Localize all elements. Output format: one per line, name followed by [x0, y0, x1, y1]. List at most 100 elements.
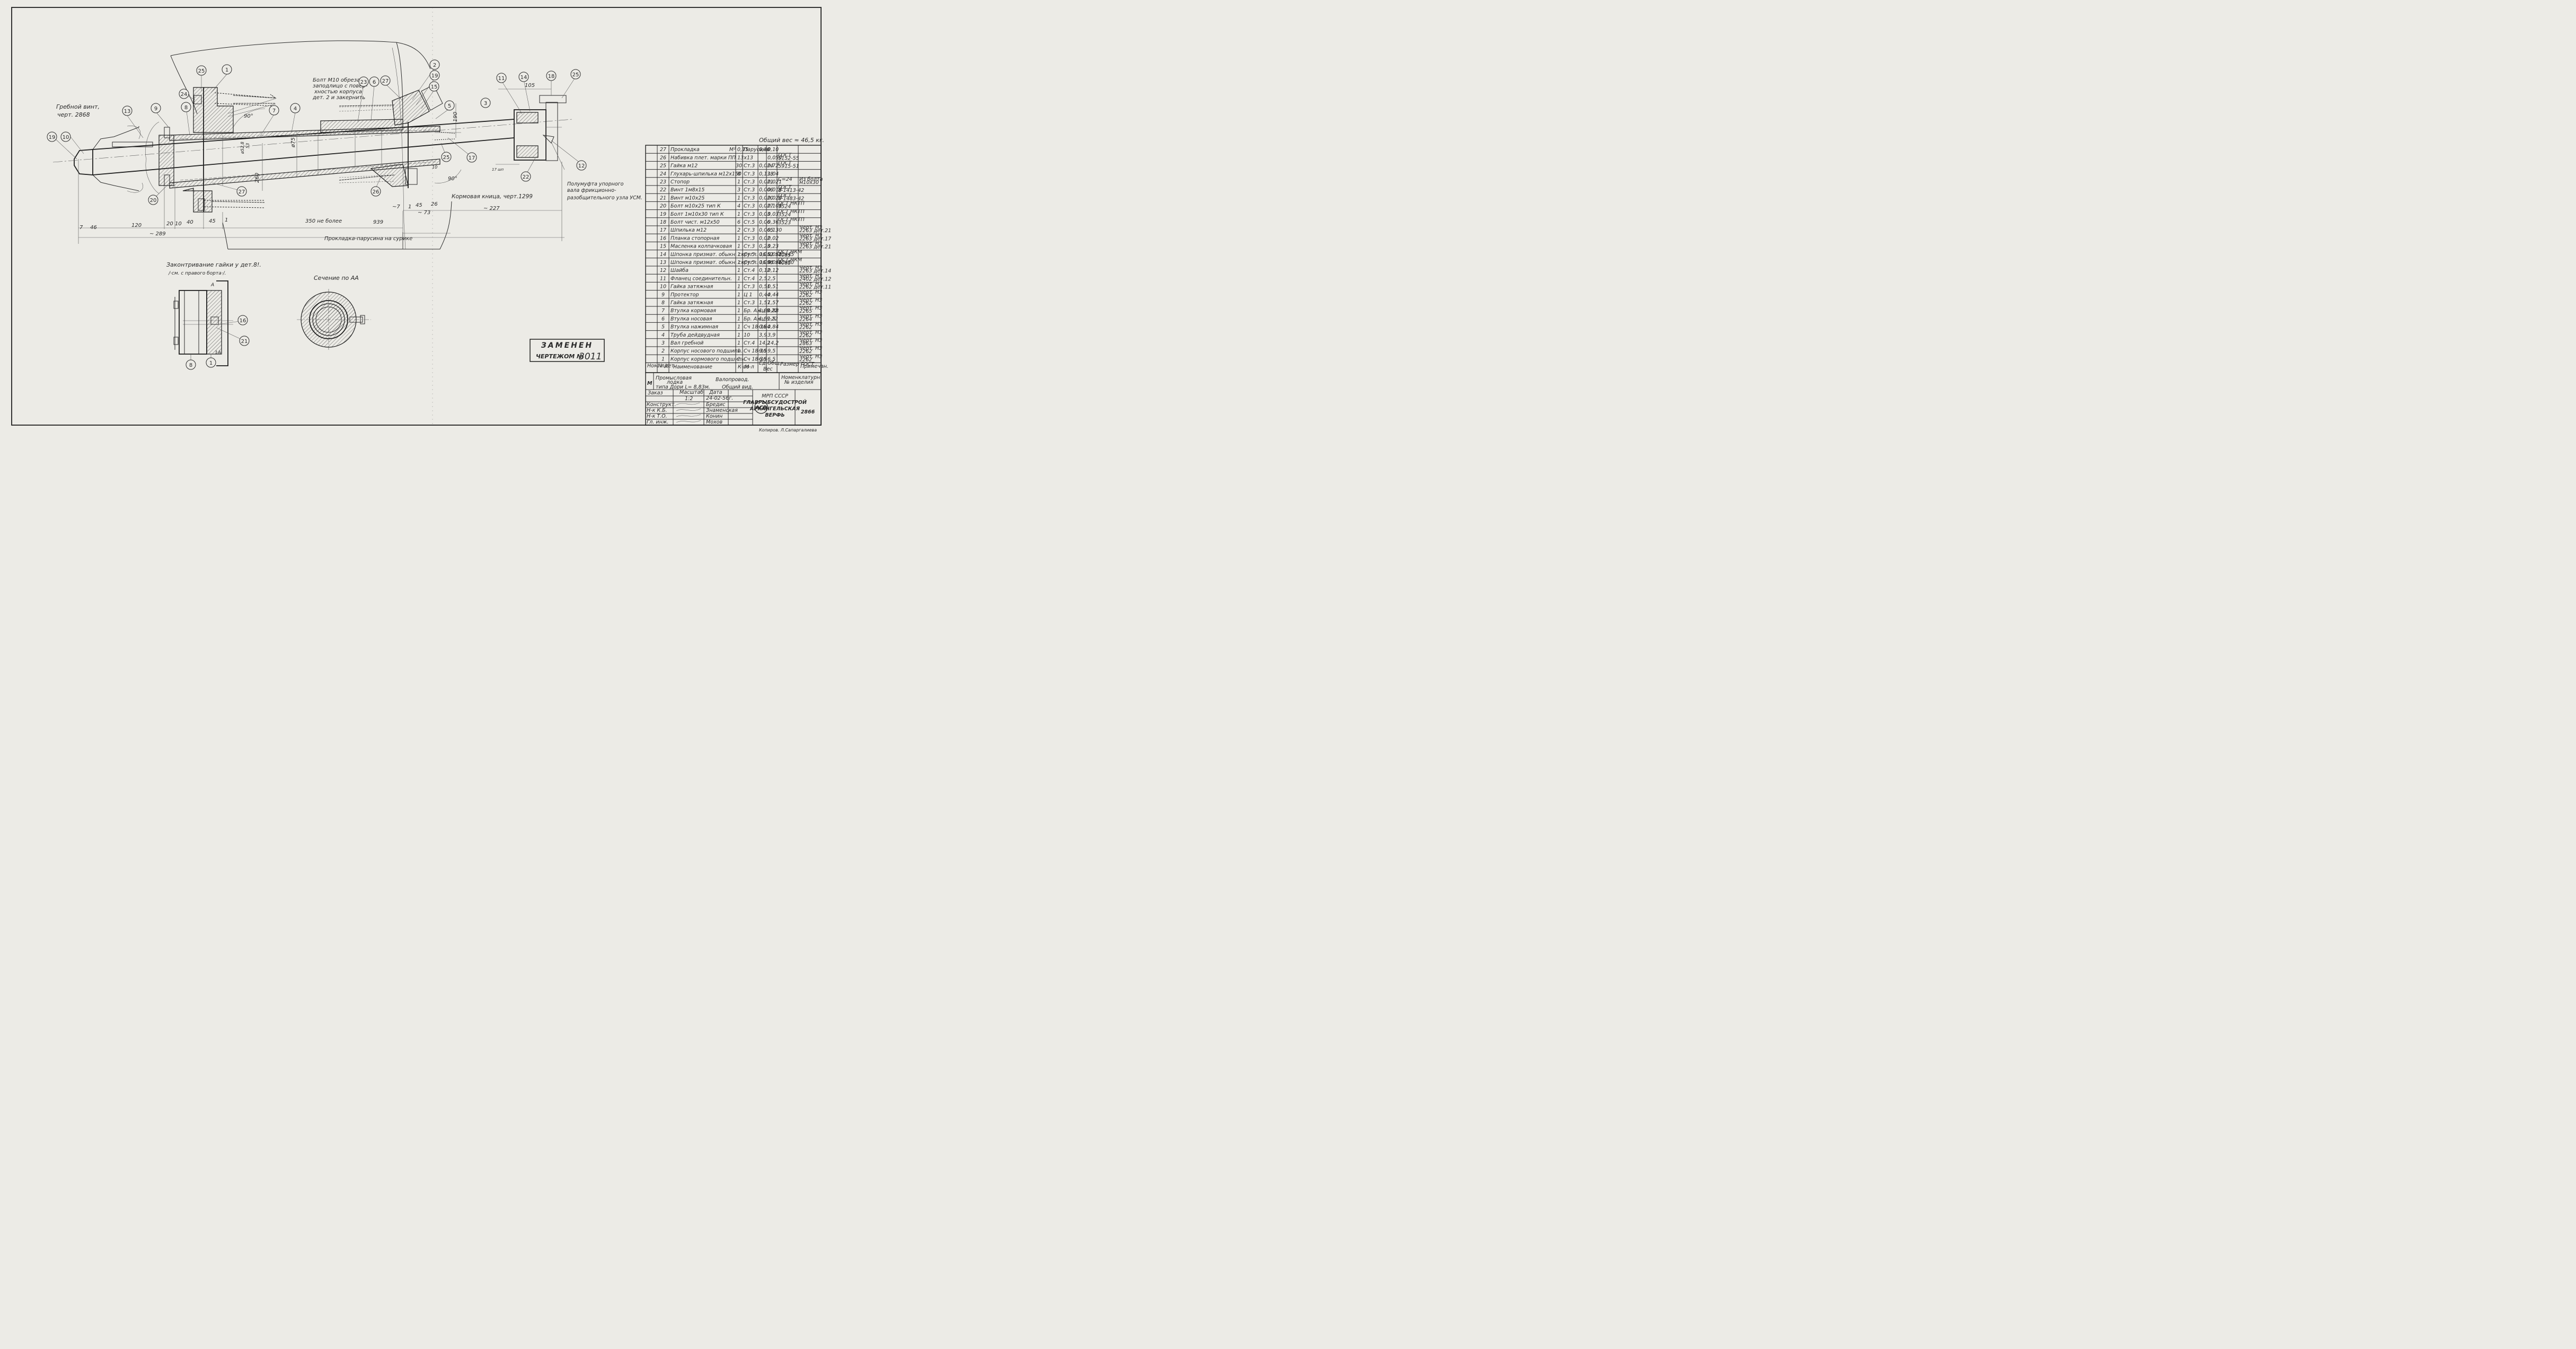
balloon-8: 8	[181, 102, 191, 112]
parts-row-name: Корпус носового подшипн.	[671, 348, 743, 354]
org-line-1: МРП СССР	[762, 393, 788, 399]
parts-row-total-weight: 9,5	[767, 348, 775, 354]
balloon-10: 10	[60, 131, 71, 142]
balloon-27b: 27	[236, 186, 247, 197]
parts-row-pos: 10	[660, 284, 666, 290]
parts-row-pos: 4	[661, 332, 665, 338]
svg-text:7: 7	[272, 108, 276, 114]
dim-190: 190	[453, 112, 458, 122]
balloon-23: 23	[358, 76, 369, 87]
balloon-9: 9	[151, 103, 161, 113]
svg-text:22: 22	[523, 174, 530, 180]
factory-logo-text: АСВ	[755, 405, 767, 411]
parts-row-standard: С=24	[778, 177, 792, 182]
parts-row-name: Болт чист. м12х50	[671, 219, 720, 225]
nomenclature-1: Номенклатурн.	[781, 375, 822, 381]
aft-bearing-housing	[158, 87, 395, 213]
parts-row-standard: 5915-51	[778, 164, 799, 170]
parts-row-note: 2262	[799, 333, 812, 339]
header-pos: Ном. п/п	[647, 363, 669, 369]
parts-row-pos: 3	[661, 340, 665, 346]
parts-row-pos: 24	[660, 171, 666, 177]
parts-row-name: Втулка нажимная	[671, 324, 718, 330]
parts-row-note: 2402 дет.12	[799, 276, 831, 282]
dim-53: 53	[245, 143, 250, 148]
parts-row-total-weight: 1,57	[767, 300, 779, 306]
parts-row-note: Черт. НЗ	[799, 281, 822, 287]
parts-row-standard: 8-1483-42	[778, 196, 804, 201]
dim-52: ø52,8	[240, 142, 245, 154]
propeller-label: Гребной винт,	[56, 103, 100, 110]
parts-row-note: 2263 дет.21	[799, 228, 831, 234]
svg-text:26: 26	[373, 189, 380, 195]
replaced-stamp-line-2: ЧЕРТЕЖОМ №	[536, 353, 584, 360]
propeller-ref-label: черт. 2868	[57, 111, 90, 118]
parts-row-unit-weight: 0,80	[759, 147, 770, 153]
parts-row-name: Болт м10х25 тип К	[671, 204, 721, 209]
parts-row-material: Ст.3	[744, 244, 755, 250]
parts-row-qty: 6	[737, 219, 740, 225]
parts-row-material: Сч 18-36	[744, 324, 766, 330]
parts-row-pos: 16	[660, 235, 666, 241]
parts-row-material: Ст.3	[744, 284, 755, 290]
coupling-label-3: разобщительного узла УСМ.	[567, 195, 642, 201]
parts-row-name: Втулка носовая	[671, 316, 712, 322]
balloon-27a: 27	[380, 75, 391, 86]
section-mark-top: А	[210, 283, 214, 288]
dim-10: 10	[175, 221, 182, 227]
parts-row-note: Черт. НЗ	[799, 265, 822, 271]
svg-text:21: 21	[241, 339, 248, 345]
parts-row-name: Стопор	[671, 179, 690, 185]
parts-row-total-weight: 0,052	[767, 252, 782, 258]
dim-289: ~ 289	[149, 231, 166, 237]
parts-row-pos: 13	[660, 260, 666, 266]
parts-row-total-weight: 0,02	[767, 235, 779, 241]
balloon-5: 5	[444, 100, 455, 111]
balloon-14: 14	[518, 72, 529, 82]
parts-row-name: Втулка кормовая	[671, 308, 716, 314]
scale-value: 1:2	[685, 396, 693, 402]
parts-row-qty: 1	[737, 308, 740, 314]
parts-row-unit-weight: 0,02	[759, 235, 770, 241]
parts-row-pos: 20	[660, 204, 666, 209]
parts-row-unit-weight: 3,9	[759, 332, 767, 338]
parts-row-note: 2264	[799, 316, 812, 322]
parts-row-qty: 1	[737, 284, 740, 290]
parts-row-total-weight: 14,2	[767, 340, 779, 346]
bolt-note-4: дет. 2 и закернить	[312, 95, 365, 101]
parts-row-pos: 9	[661, 292, 665, 298]
balloon-2: 2	[429, 59, 440, 70]
nomenclature-2: № изделия	[784, 380, 814, 385]
header-weight: Вес	[763, 366, 773, 372]
parts-row-qty: 2	[737, 227, 740, 233]
parts-row-unit-weight: 0,138	[759, 171, 773, 177]
dim-939: 939	[373, 219, 383, 225]
parts-row-name: Прокладка	[671, 147, 700, 153]
parts-row-unit-weight: 0,027	[759, 204, 773, 209]
coupling-label-2: вала фрикционно-	[567, 188, 616, 193]
parts-row-pos: 1	[661, 356, 665, 362]
parts-row-unit-weight: 0,44	[759, 292, 770, 298]
parts-row-pos: 23	[660, 179, 666, 185]
parts-row-material: Ст.4	[744, 276, 755, 281]
parts-row-qty: 1	[737, 324, 740, 330]
svg-text:25: 25	[443, 155, 450, 161]
balloon-13: 13	[122, 105, 133, 116]
parts-row-material: Ст.3	[744, 195, 755, 201]
parts-row-name: Шпонка призмат. обыкн. скругл. 16 Вз х10…	[671, 252, 794, 258]
svg-text:10: 10	[63, 135, 69, 140]
parts-row-unit-weight: 0,51	[759, 284, 770, 290]
parts-row-pos: 11	[660, 276, 666, 281]
parts-row-unit-weight: 0,12	[759, 268, 770, 274]
gasket-label: Прокладка-парусина на сурике	[324, 236, 412, 242]
balloon-11: 11	[496, 73, 507, 83]
balloon-25c: 25	[570, 69, 581, 80]
dim-20: 20	[166, 221, 173, 227]
section-mark-bottom: 1А	[215, 350, 221, 356]
parts-row-pos: 25	[660, 163, 666, 169]
copied-by: Копиров. Л.Сапаргалиева	[759, 428, 817, 433]
parts-row-pos: 18	[660, 219, 666, 225]
parts-row-note: 2263 дет.17	[799, 236, 831, 242]
parts-row-name: Масленка колпачковая	[671, 244, 732, 250]
